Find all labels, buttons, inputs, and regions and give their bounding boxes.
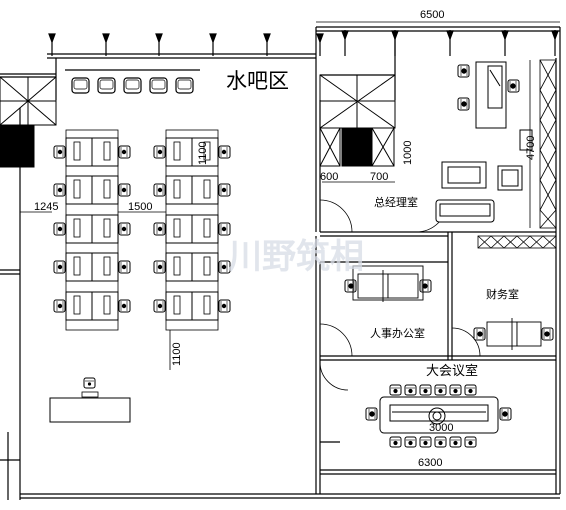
left-service-core (0, 76, 57, 168)
watermark: 川野筑相 (228, 237, 364, 277)
mid-storage-cabinet (477, 235, 557, 249)
water-bar-counter (65, 69, 200, 94)
dim-gm-left-700: 700 (370, 171, 388, 183)
gm-service-core (319, 74, 396, 167)
dim-desk-height-bottom: 1100 (171, 342, 183, 366)
desk-outlines (65, 129, 219, 331)
workstations-right (154, 138, 230, 320)
room-label-conference: 大会议室 (426, 363, 478, 379)
room-label-gm-office: 总经理室 (374, 195, 418, 209)
reception-desk (49, 377, 131, 423)
dimension-lines (20, 21, 560, 471)
dim-desk-height-top: 1100 (197, 141, 209, 165)
conference-table (365, 384, 512, 448)
dim-left-1245: 1245 (34, 201, 58, 213)
workstations-left (54, 138, 130, 320)
dim-top-width: 6500 (420, 9, 444, 21)
room-label-water-bar: 水吧区 (226, 69, 289, 93)
right-storage-cabinet (539, 59, 557, 229)
room-label-finance: 财务室 (486, 287, 519, 301)
dim-table-3000: 3000 (429, 422, 453, 434)
dim-gm-left-600: 600 (320, 171, 338, 183)
room-label-hr-office: 人事办公室 (370, 326, 425, 340)
top-window-posts (48, 30, 559, 56)
hr-furniture (344, 265, 432, 302)
dim-gm-pillar-height: 1000 (402, 141, 414, 165)
dim-desk-gap-1500: 1500 (128, 201, 152, 213)
dim-conference-width: 6300 (418, 457, 442, 469)
gm-furniture (435, 61, 533, 223)
dim-right-height: 4700 (525, 136, 537, 160)
finance-furniture (473, 318, 554, 350)
